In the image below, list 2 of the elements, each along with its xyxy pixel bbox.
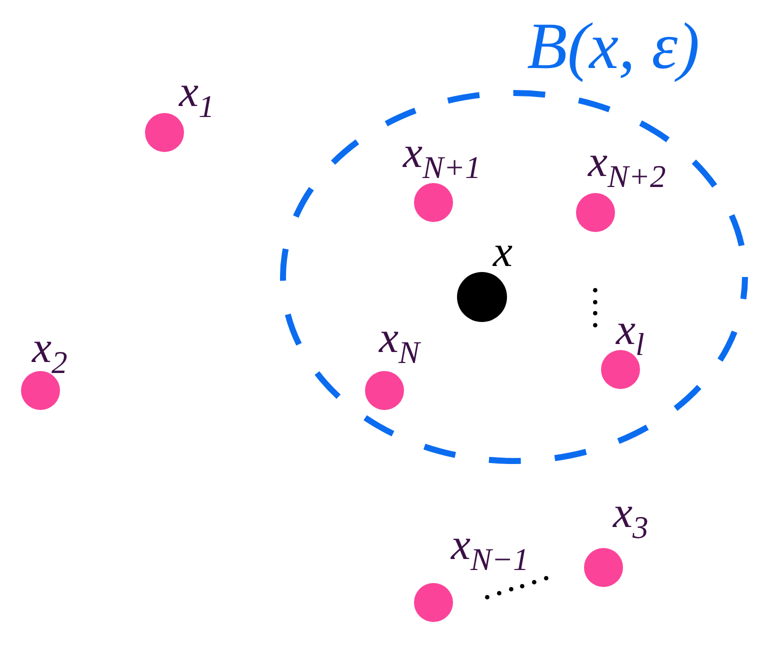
point-label: x	[493, 230, 513, 274]
ball-label: B(x, ε)	[527, 14, 700, 80]
